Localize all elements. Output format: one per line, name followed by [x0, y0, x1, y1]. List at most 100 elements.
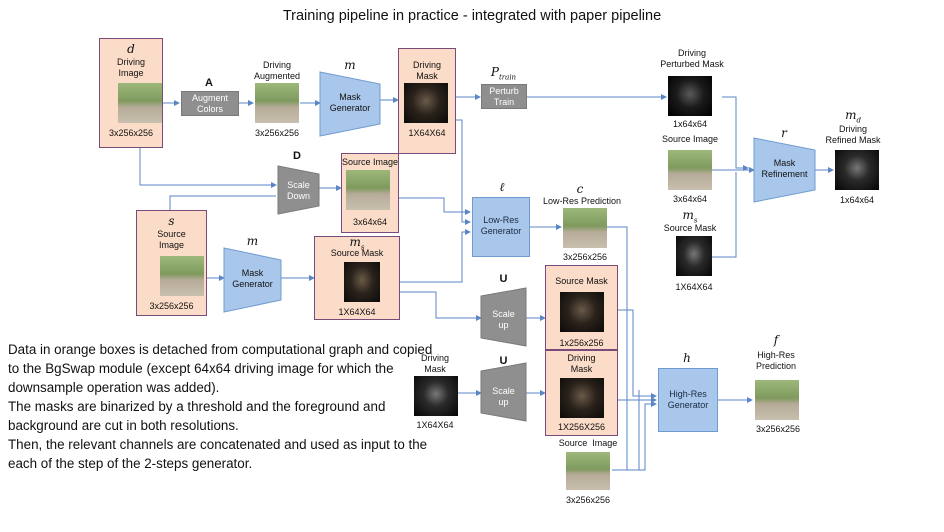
driving-augmented-dims: 3x256x256 [254, 128, 300, 138]
source-image-symbol: s [168, 214, 175, 228]
diagram-title: Training pipeline in practice - integrat… [282, 8, 662, 24]
high-res-generator-symbol: h [683, 351, 691, 365]
perturb-symbol-main: P [490, 65, 499, 79]
scale-down-block [277, 165, 320, 215]
driving-image-dims: 3x256x256 [108, 128, 154, 138]
edge-sourcebottom-h [612, 401, 657, 471]
perturb-train-block: Perturb Train [481, 84, 527, 109]
driving-augmented-thumbnail [255, 83, 299, 123]
refined-mask-symbol: md [823, 108, 883, 124]
driving-mask-left-label: Driving Mask [420, 353, 449, 374]
scale-up-2-block [480, 362, 527, 422]
low-res-prediction-dims: 3x256x256 [562, 252, 608, 262]
scale-up-1-letter: U [499, 273, 508, 285]
scale-up-2-letter: U [499, 355, 508, 367]
edge-msright-r [712, 172, 737, 258]
explanation-text: Data in orange boxes is detached from co… [8, 340, 443, 473]
perturb-symbol: Ptrain [480, 65, 527, 81]
edge-drivingmask-lowres [456, 119, 471, 225]
augment-letter: A [205, 77, 213, 89]
mask-generator-bottom-label: Mask Generator [232, 268, 273, 289]
perturb-symbol-sub: train [498, 73, 517, 82]
edge-perturbedmask-r [722, 96, 749, 171]
high-res-prediction-thumbnail [755, 380, 799, 420]
source-mask-right-dims: 1X64X64 [675, 282, 713, 292]
scale-up-1-label: Scale up [492, 309, 515, 330]
source-image-right-thumbnail [668, 150, 712, 190]
low-res-generator-symbol: ℓ [499, 180, 505, 194]
edge-msmid-scaleup1 [400, 291, 482, 321]
source-mask-up-thumbnail [560, 292, 604, 332]
driving-image-symbol: d [127, 42, 135, 56]
low-res-prediction-thumbnail [563, 208, 607, 248]
low-res-generator-block: Low-Res Generator [472, 197, 530, 257]
driving-mask-top-label: Driving Mask [412, 60, 441, 81]
mask-generator-top-label: Mask Generator [329, 92, 371, 113]
source-mask-mid-dims: 1X64X64 [338, 307, 376, 317]
edge-sourcesmall-lowres [399, 197, 471, 215]
source-mask-mid-thumbnail [344, 262, 380, 302]
source-image-right-label: Source Image [661, 134, 719, 144]
low-res-prediction-label: Low-Res Prediction [542, 196, 622, 206]
refined-mask-thumbnail [835, 150, 879, 190]
driving-image-label: Driving Image [116, 57, 145, 78]
driving-mask-up-dims: 1X256X256 [557, 422, 606, 432]
high-res-prediction-dims: 3x256x256 [755, 424, 801, 434]
scale-up-1-block [480, 287, 527, 347]
driving-mask-left-thumbnail [414, 376, 458, 416]
driving-image-thumbnail [118, 83, 162, 123]
source-mask-right-thumbnail [676, 236, 712, 276]
edge-d-scaledown [139, 148, 277, 188]
mask-generator-bottom-block [223, 247, 282, 313]
source-image-label: Source Image [157, 229, 186, 250]
refined-mask-label: Driving Refined Mask [825, 124, 881, 145]
low-res-prediction-symbol: c [576, 182, 584, 196]
refined-mask-symbol-main: m [845, 108, 857, 122]
driving-mask-top-dims: 1X64X64 [408, 128, 446, 138]
source-image-bottom-dims: 3x256x256 [565, 495, 611, 505]
driving-mask-up-label: Driving Mask [567, 353, 596, 374]
source-mask-right-symbol: ms [660, 208, 720, 224]
source-mask-right-symbol-sub: s [693, 216, 698, 225]
perturbed-mask-thumbnail [668, 76, 712, 116]
high-res-prediction-label: High-Res Prediction [755, 350, 797, 371]
source-mask-right-label: Source Mask [663, 223, 717, 233]
source-image-right-dims: 3x64x64 [672, 194, 708, 204]
perturbed-mask-dims: 1x64x64 [672, 119, 708, 129]
source-mask-mid-label: Source Mask [330, 248, 384, 258]
mask-generator-top-symbol: m [344, 58, 356, 72]
mask-refinement-block [753, 137, 816, 203]
perturbed-mask-label: Driving Perturbed Mask [660, 48, 724, 69]
source-mask-mid-symbol-main: m [349, 235, 361, 249]
source-image-small-thumbnail [346, 170, 390, 210]
augment-colors-block: Augment Colors [181, 91, 239, 116]
edge-msmid-lowres [400, 229, 471, 283]
driving-mask-up-thumbnail [560, 378, 604, 418]
scale-down-letter: D [293, 150, 301, 162]
note-1: Data in orange boxes is detached from co… [8, 342, 433, 395]
edge-sourcemaskup-h [618, 309, 657, 399]
source-image-bottom-thumbnail [566, 452, 610, 490]
source-image-bottom-label: Source Image [558, 438, 618, 448]
note-2: The masks are binarized by a threshold a… [8, 399, 386, 433]
source-mask-up-dims: 1x256x256 [559, 338, 604, 348]
mask-generator-top-block [319, 71, 381, 137]
source-image-small-label: Source Image [341, 157, 399, 167]
source-image-small-dims: 3x64x64 [352, 217, 388, 227]
source-mask-right-symbol-main: m [682, 208, 694, 222]
high-res-generator-block: High-Res Generator [658, 368, 718, 432]
mask-refinement-label: Mask Refinement [761, 158, 808, 179]
source-image-thumbnail [160, 256, 204, 296]
scale-down-label: Scale Down [286, 180, 310, 201]
driving-mask-top-thumbnail [404, 83, 448, 123]
source-mask-mid-symbol: ms [314, 235, 400, 251]
scale-up-2-label: Scale up [492, 386, 515, 407]
mask-refinement-symbol: r [781, 126, 787, 140]
source-mask-up-label: Source Mask [555, 276, 608, 286]
note-3: Then, the relevant channels are concaten… [8, 437, 428, 471]
driving-mask-left-dims: 1X64X64 [416, 420, 454, 430]
refined-mask-dims: 1x64x64 [839, 195, 875, 205]
refined-mask-symbol-sub: d [856, 116, 861, 125]
source-image-dims: 3x256x256 [149, 301, 194, 311]
